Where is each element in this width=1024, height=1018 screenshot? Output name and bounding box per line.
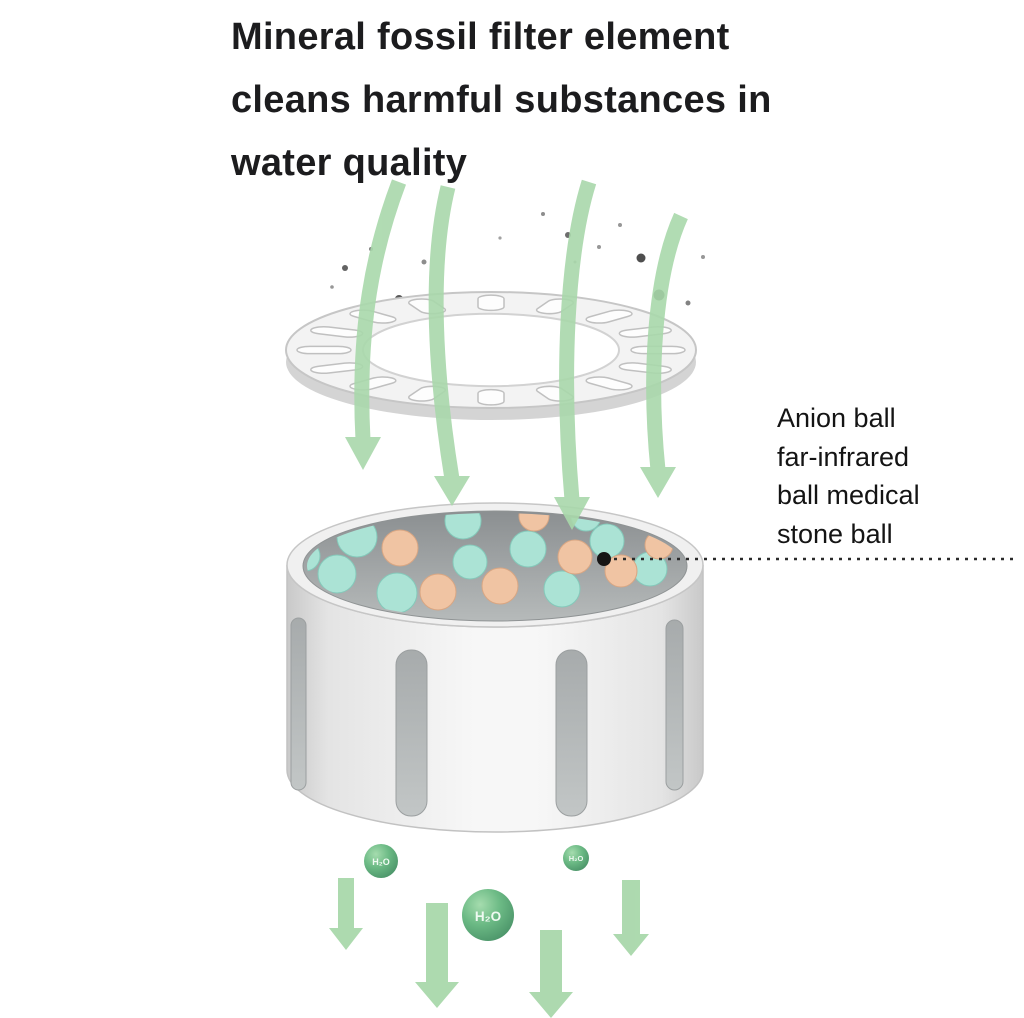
headline: Mineral fossil filter element cleans har…: [231, 6, 851, 195]
h2o-label-left: H₂O: [372, 857, 390, 867]
annotation-line-1: Anion ball: [777, 403, 896, 433]
outlet-arrow-2: [415, 903, 459, 1008]
h2o-sphere-right: [563, 845, 589, 871]
arrowhead-icon: [434, 476, 470, 506]
water-flow-arrow-2: [428, 185, 470, 506]
outlet-arrow-3: [529, 930, 573, 1018]
outlet-arrow-4: [613, 880, 649, 956]
arrowhead-icon: [554, 497, 590, 530]
outlet-arrows: [329, 878, 649, 1018]
filter-cartridge: [286, 502, 704, 833]
outlet-arrow-1: [329, 878, 363, 950]
headline-line-1: Mineral fossil filter element: [231, 16, 730, 58]
cartridge-vent-slots: [290, 617, 684, 817]
annotation-line-3: ball medical: [777, 480, 920, 510]
water-flow-arrow-4: [640, 212, 688, 498]
arrowhead-icon: [345, 437, 381, 470]
water-flow-arrow-1: [345, 179, 407, 470]
h2o-label-right: H₂O: [569, 854, 584, 863]
callout-leader: [597, 552, 1016, 566]
headline-line-3: water quality: [231, 142, 468, 184]
ball-annotation: Anion ball far-infrared ball medical sto…: [777, 399, 1007, 553]
h2o-molecules: H₂O H₂O H₂O: [364, 844, 589, 941]
medical-stone-balls: [381, 513, 674, 611]
headline-line-2: cleans harmful substances in: [231, 79, 772, 121]
water-flow-arrow-3: [554, 179, 597, 530]
annotation-line-2: far-infrared: [777, 441, 910, 472]
annotation-line-4: stone ball: [777, 518, 893, 549]
h2o-sphere-center: [462, 889, 514, 941]
filter-lid-ring: [286, 292, 696, 420]
leader-anchor-dot: [597, 552, 611, 566]
ring-hole: [363, 314, 619, 386]
water-flow-arrows: [345, 179, 688, 530]
h2o-sphere-left: [364, 844, 398, 878]
arrowhead-icon: [640, 467, 676, 498]
h2o-label-center: H₂O: [475, 909, 501, 924]
